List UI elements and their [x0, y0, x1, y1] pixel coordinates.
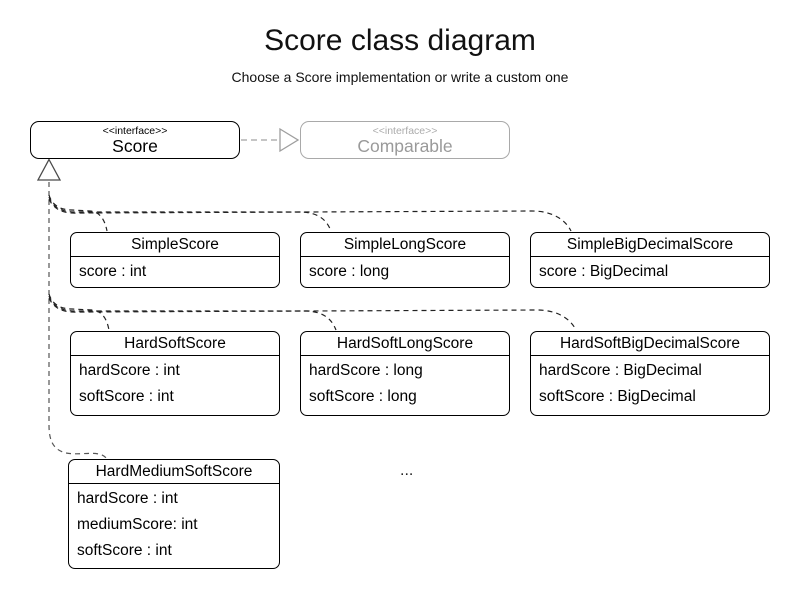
- class-box-simplebigdecimalscore: SimpleBigDecimalScore score : BigDecimal: [530, 232, 770, 288]
- class-attribute: softScore : int: [79, 388, 174, 405]
- inheritance-connector-simplescore: [48, 194, 108, 232]
- interface-name: Score: [112, 135, 158, 156]
- class-name: SimpleScore: [71, 233, 279, 257]
- diagram-subtitle: Choose a Score implementation or write a…: [231, 69, 569, 85]
- stereotype-label: <<interface>>: [372, 124, 438, 137]
- interface-name: Comparable: [357, 135, 453, 156]
- class-attribute: mediumScore: int: [77, 516, 198, 533]
- inheritance-connector-hardsoftscore: [48, 293, 110, 331]
- class-attribute: hardScore : int: [77, 490, 178, 507]
- class-attribute: softScore : BigDecimal: [539, 388, 696, 405]
- class-box-hardsoftlongscore: HardSoftLongScore hardScore : long softS…: [300, 331, 510, 416]
- realization-arrowhead-icon: [279, 127, 300, 153]
- inheritance-connector-hardsoftbigdecimalscore: [48, 297, 577, 331]
- class-attribute: score : long: [309, 263, 390, 280]
- class-attribute: softScore : long: [309, 388, 417, 405]
- class-attribute: hardScore : long: [309, 362, 423, 379]
- more-implementations-ellipsis: ...: [400, 462, 414, 479]
- class-name: HardSoftBigDecimalScore: [531, 332, 769, 356]
- inheritance-connector-simplebigdecimalscore: [48, 198, 572, 232]
- class-attribute: score : int: [79, 263, 147, 280]
- interface-box-comparable: <<interface>> Comparable: [300, 121, 510, 159]
- class-attribute: score : BigDecimal: [539, 263, 669, 280]
- class-box-hardsoftscore: HardSoftScore hardScore : int softScore …: [70, 331, 280, 416]
- class-box-hardsoftbigdecimalscore: HardSoftBigDecimalScore hardScore : BigD…: [530, 331, 770, 416]
- class-box-simplescore: SimpleScore score : int: [70, 232, 280, 288]
- class-attribute: softScore : int: [77, 542, 172, 559]
- interface-box-score: <<interface>> Score: [30, 121, 240, 159]
- class-name: HardMediumSoftScore: [69, 460, 279, 484]
- class-name: HardSoftScore: [71, 332, 279, 356]
- inheritance-arrowhead-icon: [36, 158, 62, 181]
- diagram-title: Score class diagram: [264, 24, 536, 57]
- stereotype-label: <<interface>>: [102, 124, 168, 137]
- class-box-hardmediumsoftscore: HardMediumSoftScore hardScore : int medi…: [68, 459, 280, 569]
- inheritance-connector-hardmediumsoftscore: [48, 182, 108, 460]
- class-attribute: hardScore : BigDecimal: [539, 362, 702, 379]
- class-name: SimpleBigDecimalScore: [531, 233, 769, 257]
- class-attribute: hardScore : int: [79, 362, 180, 379]
- class-name: HardSoftLongScore: [301, 332, 509, 356]
- inheritance-connector-simplelongscore: [48, 196, 332, 232]
- class-name: SimpleLongScore: [301, 233, 509, 257]
- class-box-simplelongscore: SimpleLongScore score : long: [300, 232, 510, 288]
- inheritance-connector-hardsoftlongscore: [48, 295, 337, 331]
